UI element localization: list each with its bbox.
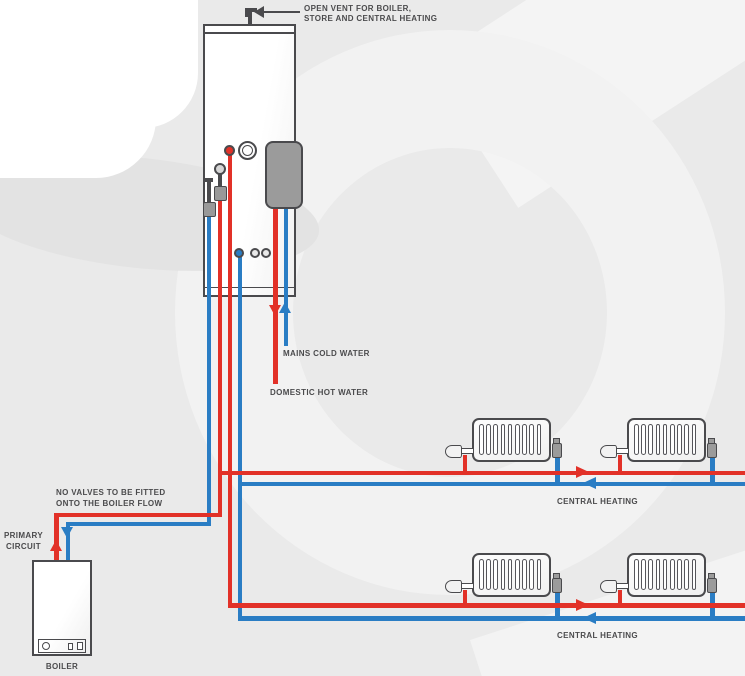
plate-heat-exchanger [265,141,303,209]
arrow-ch-flow-lower-icon [576,598,589,611]
boiler-switch-icon [68,642,73,650]
rad1-flow-drop [462,455,467,475]
open-vent-label: OPEN VENT FOR BOILER, STORE AND CENTRAL … [304,3,438,24]
pipe-domestic-hot-water [273,205,278,384]
pipe-primary-return-drop [65,521,70,560]
pipe-ch-flow-lower [227,603,745,608]
open-vent-elbow [244,8,257,12]
trv-pipe [460,583,474,589]
trv-valve-icon [600,580,617,593]
boiler-control-panel [38,639,86,653]
open-vent-mouth [244,8,249,17]
pump-stem [206,180,211,204]
tank-base-line [204,286,295,288]
boiler-switch-icon [77,642,83,650]
pipe-ch-return-lower [237,616,745,621]
arrow-into-boiler-icon [61,526,74,538]
trv-valve-icon [445,445,462,458]
pipe-primary-return-vertical [206,217,211,526]
pump-body [202,202,216,217]
pipe-primary-return-horizontal [65,521,211,526]
lockshield-valve-icon [706,443,717,458]
sensor-pocket [260,248,271,258]
radiator-fins [634,424,699,455]
trv-valve-icon [600,445,617,458]
pipe-boiler-flow-vertical [217,201,222,517]
white-blob [0,0,156,178]
pipe-mains-cold-water [283,205,288,346]
lockshield-valve-icon [551,443,562,458]
valve-stem [217,174,222,188]
arrow-ch-return-lower-icon [583,611,596,624]
arrow-ch-flow-upper-icon [576,466,589,479]
arrow-dhw-down-icon [268,305,281,316]
tank-lid-line [204,32,295,34]
arrow-mains-up-icon [279,302,292,313]
mains-cold-water-label: MAINS COLD WATER [283,349,370,358]
rad2-flow-drop [617,455,622,475]
sensor-pocket [250,248,260,258]
boiler-label: BOILER [45,661,79,671]
ch-flow-tapping [223,144,235,156]
primary-circuit-label: PRIMARY CIRCUIT [3,531,44,551]
radiator-fins [634,559,699,590]
domestic-hot-water-label: DOMESTIC HOT WATER [270,388,369,397]
trv-valve-icon [445,580,462,593]
open-vent-pipe [248,11,252,26]
central-heating-upper-label: CENTRAL HEATING [557,497,638,506]
ch-return-tapping [233,248,244,258]
pump-cap [204,178,213,182]
lockshield-valve-icon [706,578,717,593]
central-heating-lower-label: CENTRAL HEATING [557,631,638,640]
boiler-unit [32,560,92,656]
immersion-boss [238,141,257,160]
lockshield-valve-icon [551,578,562,593]
pipe-ch-return-upper [237,481,745,486]
boiler-dial-icon [42,642,50,650]
vent-pointer-line [263,10,300,13]
trv-pipe [615,583,629,589]
boss-inner-ring [241,144,253,156]
pipe-ch-flow-upper [217,470,745,475]
pipe-ch-flow-vertical [227,153,232,608]
rad4-flow-drop [617,590,622,608]
rad3-flow-drop [462,590,467,608]
pipe-boiler-flow-horizontal [54,512,222,517]
valve-body [213,186,227,201]
arrow-ch-return-upper-icon [583,477,596,490]
pipe-boiler-flow-riser [54,512,59,560]
no-valves-label: NO VALVES TO BE FITTED ONTO THE BOILER F… [56,488,166,508]
trv-pipe [460,448,474,454]
radiator-fins [479,559,544,590]
pipe-ch-return-vertical [237,255,242,621]
vent-pointer-arrow-icon [254,5,264,18]
radiator-fins [479,424,544,455]
arrow-boiler-flow-up-icon [49,540,62,551]
trv-pipe [615,448,629,454]
